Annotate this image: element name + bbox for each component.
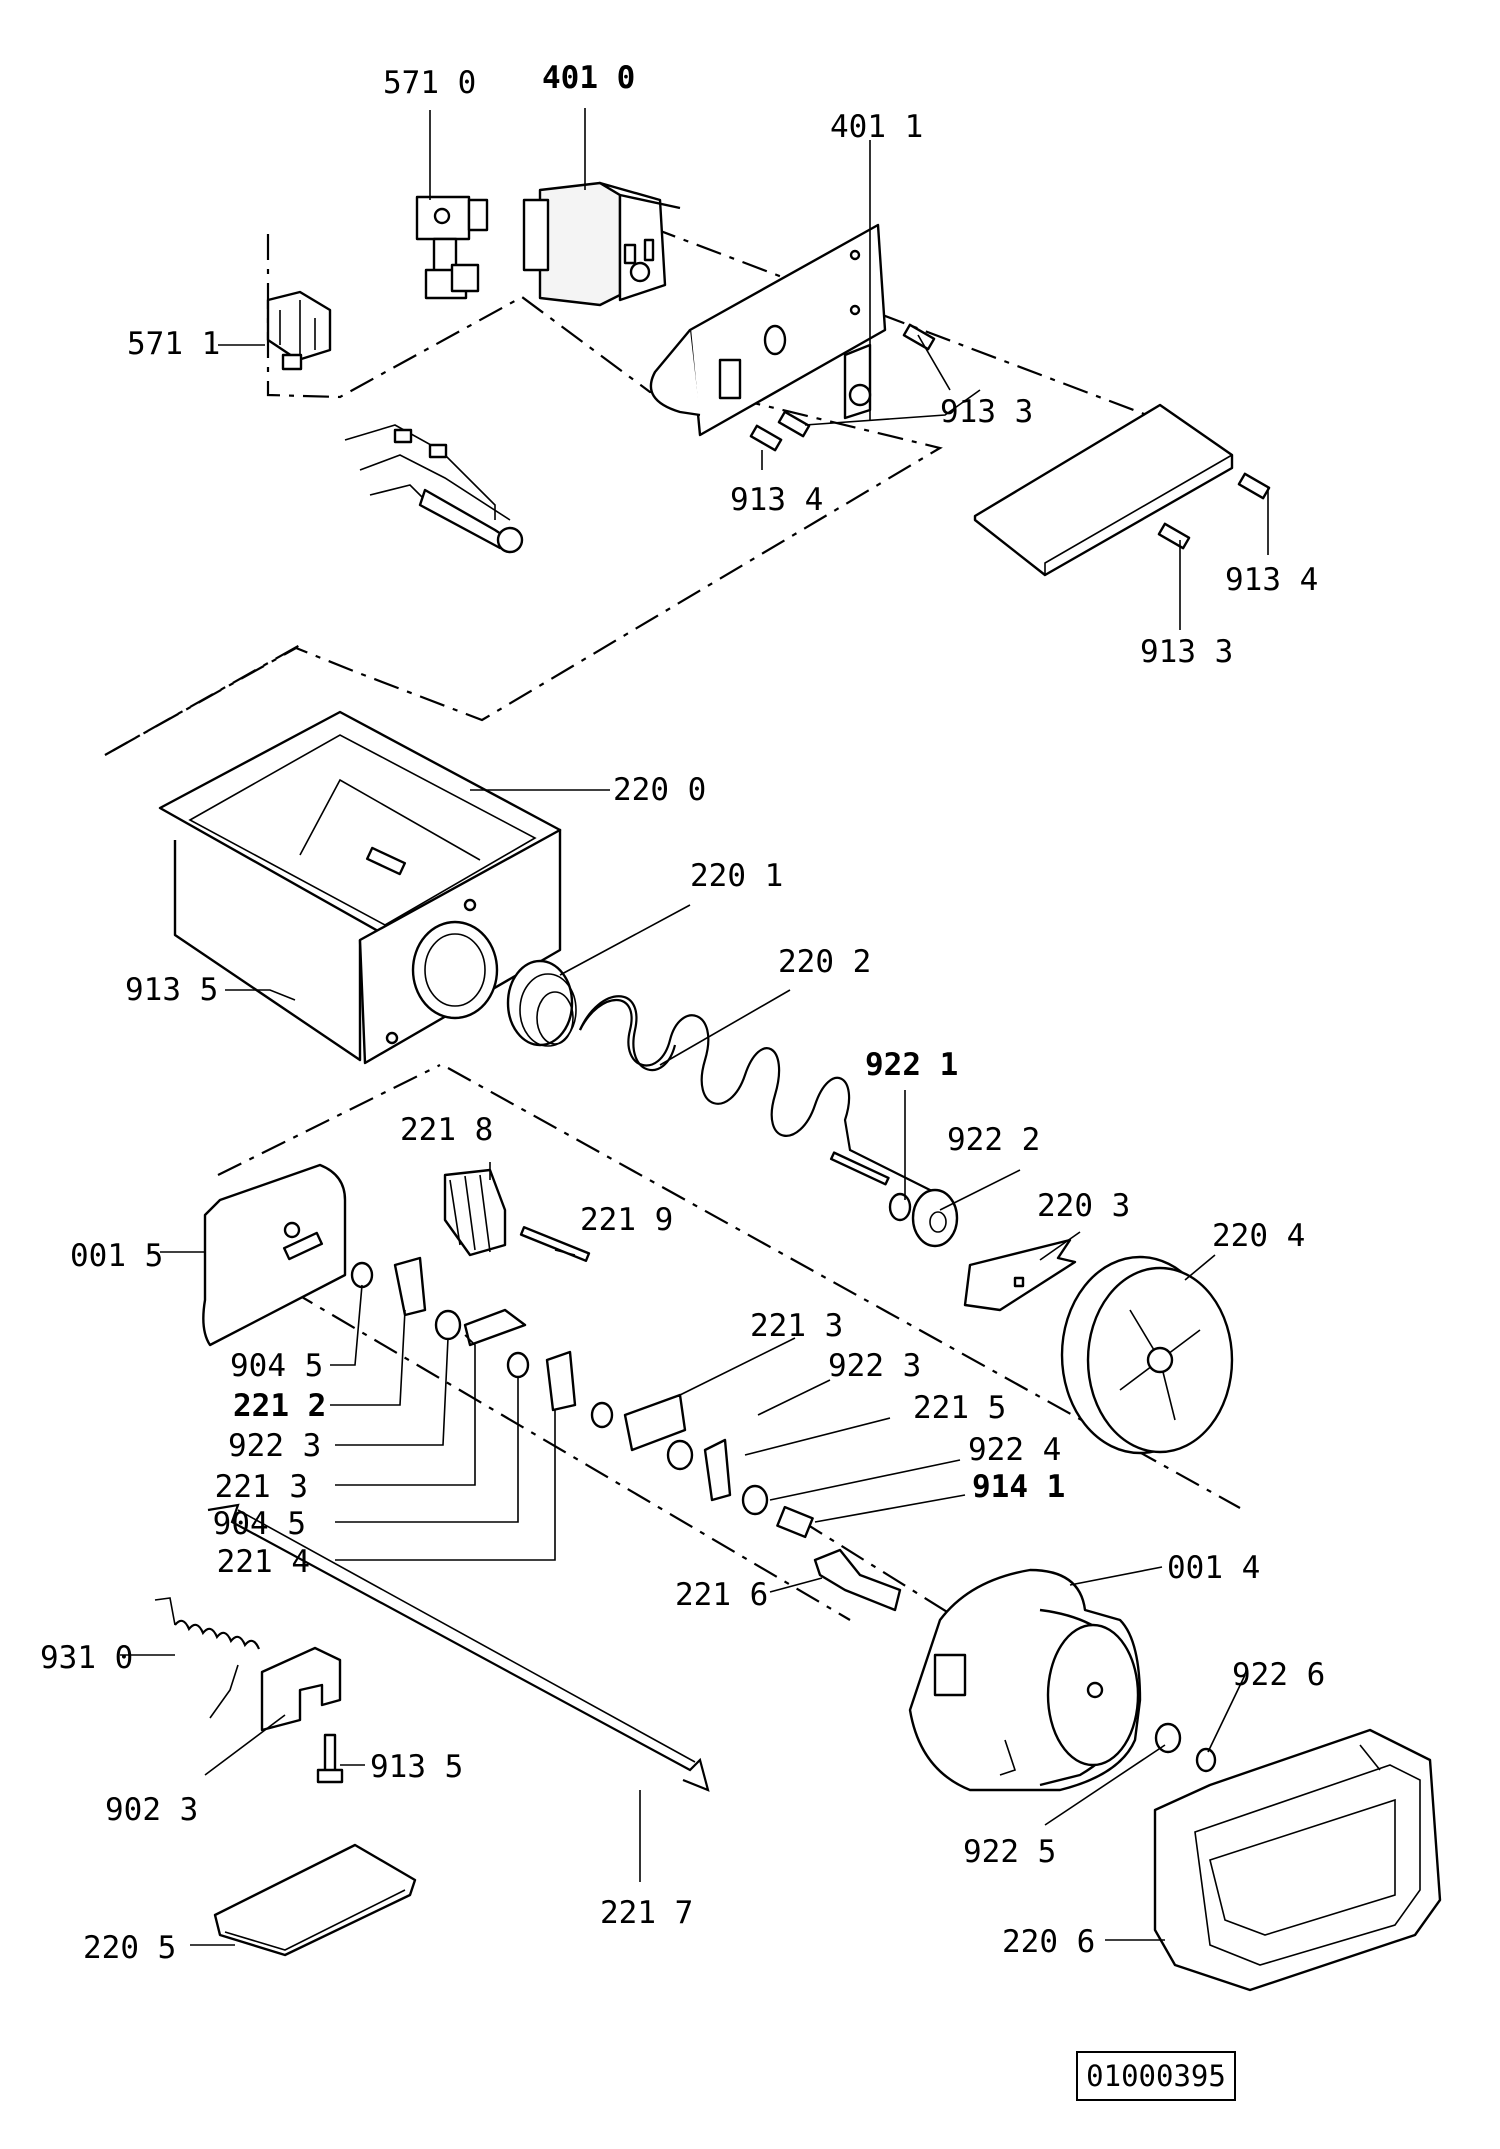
- bracket-220-3: [963, 1238, 1077, 1312]
- label-220-1: 220 1: [690, 858, 783, 894]
- ignition-coil-220-2: [578, 995, 941, 1196]
- label-221-3-b: 221 3: [215, 1469, 308, 1505]
- label-922-3-b: 922 3: [228, 1428, 321, 1464]
- label-914-1: 914 1: [972, 1469, 1065, 1505]
- screw-913-5-lower: [316, 1733, 344, 1784]
- label-221-4: 221 4: [217, 1544, 310, 1580]
- label-913-5-low: 913 5: [370, 1749, 463, 1785]
- label-571-0: 571 0: [383, 65, 476, 101]
- burner-housing-220-0: [158, 710, 562, 1065]
- mounting-plate-401-1: [649, 223, 887, 437]
- label-913-4-right: 913 4: [1225, 562, 1318, 598]
- solenoid-valve-571-0: [415, 195, 489, 300]
- label-922-2: 922 2: [947, 1122, 1040, 1158]
- label-220-0: 220 0: [613, 772, 706, 808]
- label-571-1: 571 1: [127, 326, 220, 362]
- label-221-8: 221 8: [400, 1112, 493, 1148]
- rod-221-7: [207, 1503, 710, 1792]
- plate-220-5: [213, 1843, 417, 1957]
- label-401-0: 401 0: [542, 60, 635, 96]
- label-220-4: 220 4: [1212, 1218, 1305, 1254]
- label-221-5: 221 5: [913, 1390, 1006, 1426]
- label-913-3-top: 913 3: [940, 394, 1033, 430]
- label-922-3-top: 922 3: [828, 1348, 921, 1384]
- screws-913: [749, 323, 1271, 550]
- label-221-3-top: 221 3: [750, 1308, 843, 1344]
- label-001-5: 001 5: [70, 1238, 163, 1274]
- label-922-4: 922 4: [968, 1432, 1061, 1468]
- motor-001-4: [908, 1568, 1142, 1792]
- label-922-5: 922 5: [963, 1834, 1056, 1870]
- label-220-5: 220 5: [83, 1930, 176, 1966]
- clip-902-3: [260, 1646, 342, 1732]
- label-913-3-right: 913 3: [1140, 634, 1233, 670]
- label-221-6: 221 6: [675, 1577, 768, 1613]
- label-221-2: 221 2: [233, 1388, 326, 1424]
- label-913-5-mid: 913 5: [125, 972, 218, 1008]
- drawing-number-box: 01000395: [1076, 2051, 1236, 2101]
- part-labels: 571 0 401 0 401 1 571 1 913 3 913 4 913 …: [40, 60, 1325, 1966]
- cable-harness: [344, 424, 524, 554]
- air-ring-220-1: [506, 959, 577, 1047]
- label-922-6: 922 6: [1232, 1657, 1325, 1693]
- cover-220-6: [1153, 1728, 1442, 1992]
- label-001-4: 001 4: [1167, 1550, 1260, 1586]
- drawing-number: 01000395: [1086, 2059, 1226, 2093]
- label-904-5-a: 904 5: [230, 1348, 323, 1384]
- label-931-0: 931 0: [40, 1640, 133, 1676]
- label-220-6: 220 6: [1002, 1924, 1095, 1960]
- pump-motor-401-0: [522, 181, 681, 307]
- label-401-1: 401 1: [830, 109, 923, 145]
- fan-wheel-220-4: [1060, 1255, 1234, 1455]
- label-922-1: 922 1: [865, 1047, 958, 1083]
- label-902-3: 902 3: [105, 1792, 198, 1828]
- part-221-6: [813, 1548, 902, 1612]
- valve-bracket-571-1: [266, 290, 332, 371]
- label-221-7: 221 7: [600, 1895, 693, 1931]
- label-220-3: 220 3: [1037, 1188, 1130, 1224]
- label-913-4-top: 913 4: [730, 482, 823, 518]
- side-plate-001-5: [202, 1163, 591, 1347]
- label-904-5-b: 904 5: [213, 1506, 306, 1542]
- side-plate: [973, 403, 1234, 577]
- label-221-9: 221 9: [580, 1202, 673, 1238]
- leader-lines: [120, 108, 1269, 1946]
- label-220-2: 220 2: [778, 944, 871, 980]
- washers-922-5-6: [1154, 1722, 1217, 1773]
- coupling-parts: [350, 1256, 814, 1539]
- washers-922: [888, 1188, 959, 1248]
- spring-931-0: [154, 1597, 261, 1719]
